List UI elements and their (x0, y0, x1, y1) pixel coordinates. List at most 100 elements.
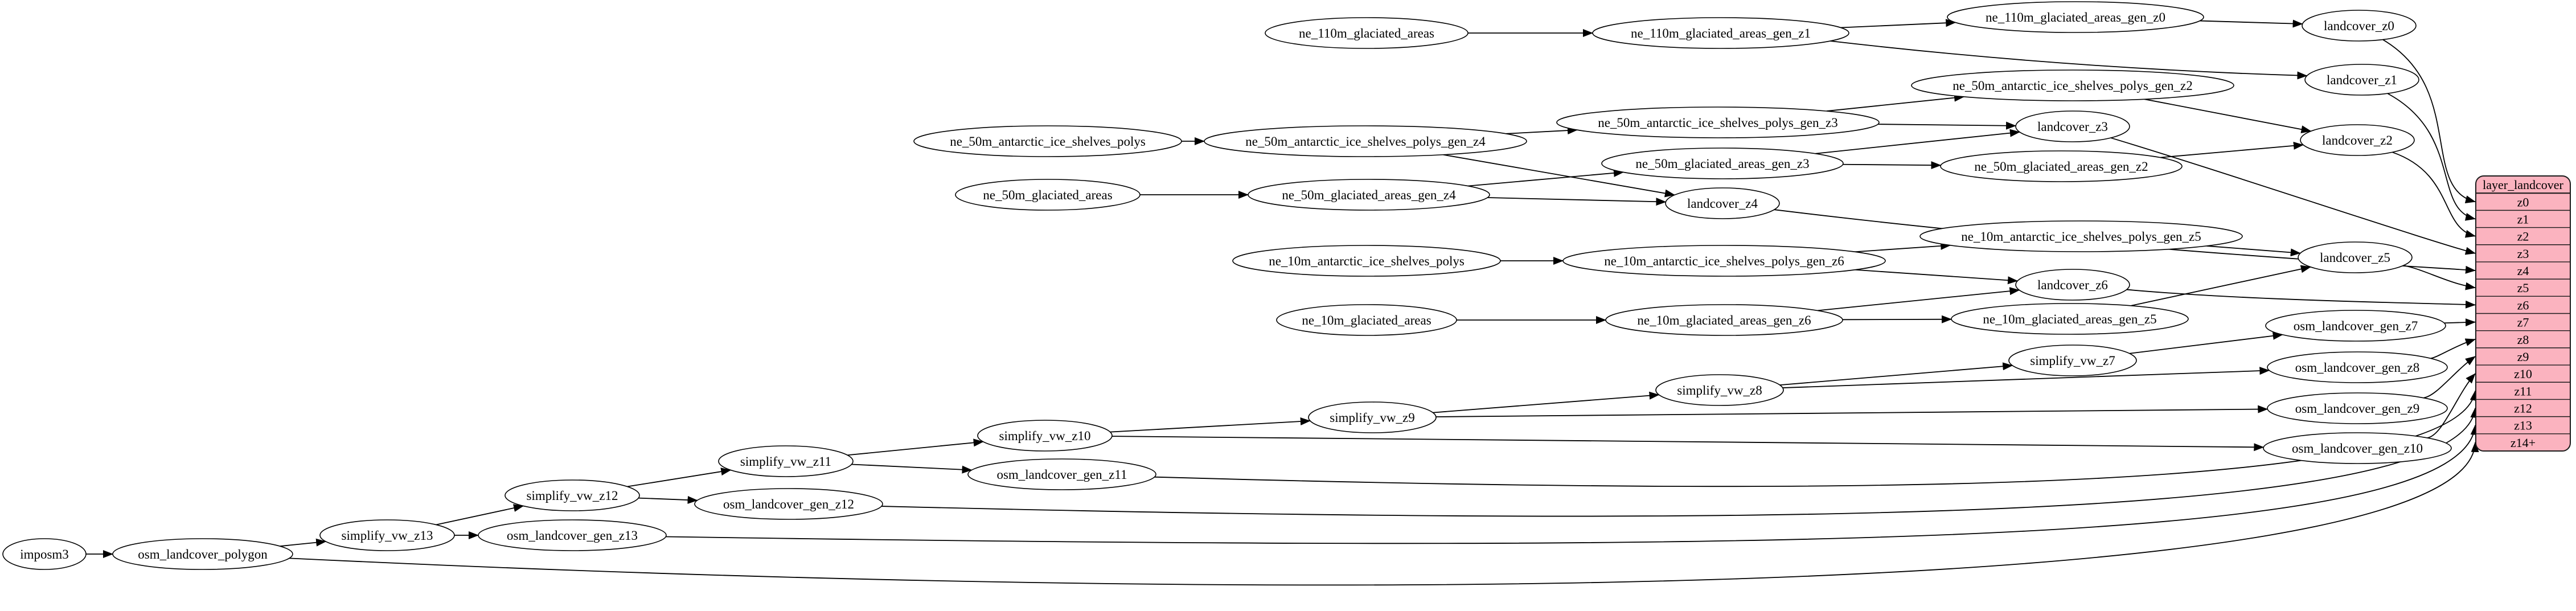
node-svw10: simplify_vw_z10 (977, 420, 1113, 452)
node-osmg7-shape (2265, 310, 2446, 342)
edge-svw12-to-osmg12 (638, 496, 698, 504)
node-lcz2-label: landcover_z2 (2322, 133, 2393, 147)
node-ne110: ne_110m_glaciated_areas (1265, 17, 1469, 49)
node-svw9: simplify_vw_z9 (1308, 401, 1437, 433)
node-osmg12-label: osm_landcover_gen_z12 (723, 497, 854, 511)
table-row-z5: z5 (2517, 281, 2529, 295)
node-ne10ga: ne_10m_glaciated_areas (1276, 304, 1457, 336)
edge-ne10aispg5-to-lcz5 (2206, 245, 2301, 257)
node-ne10gag5-label: ne_10m_glaciated_areas_gen_z5 (1983, 312, 2156, 326)
edge-ne10aispg6-to-ne10aispg5 (1855, 241, 1951, 253)
table-row-z8: z8 (2517, 333, 2529, 347)
edge-ne10aispg6-to-lcz6 (1855, 269, 2019, 285)
node-lcz5-label: landcover_z5 (2320, 251, 2390, 265)
node-ne10aisp-label: ne_10m_antarctic_ice_shelves_polys (1269, 254, 1465, 268)
node-svw11-label: simplify_vw_z11 (740, 454, 831, 469)
edge-osmg7-to-row-7 (2444, 318, 2476, 327)
edge-osmpoly-to-row-14 (289, 441, 2479, 586)
node-lcz1-label: landcover_z1 (2327, 73, 2397, 87)
node-osmg9-label: osm_landcover_gen_z9 (2295, 401, 2419, 416)
node-ne50gag2-shape (1940, 150, 2183, 182)
node-ne50gag3: ne_50m_glaciated_areas_gen_z3 (1601, 147, 1844, 179)
edge-ne50aispg4-to-lcz4 (1443, 154, 1675, 198)
edge-lcz4-to-row-4 (1774, 209, 2476, 274)
node-osmg13: osm_landcover_gen_z13 (478, 519, 667, 551)
node-osmg7: osm_landcover_gen_z7 (2265, 310, 2446, 342)
node-lcz4: landcover_z4 (1665, 187, 1780, 219)
table-row-z14+: z14+ (2511, 436, 2536, 450)
edge-ne50aispg2-to-lcz2 (2144, 99, 2312, 134)
node-svw10-label: simplify_vw_z10 (999, 429, 1091, 443)
edge-svw8-to-svw7 (1779, 362, 2013, 386)
node-svw8-label: simplify_vw_z8 (1677, 383, 1762, 397)
node-lcz1: landcover_z1 (2304, 64, 2419, 96)
node-ne50aispg4-label: ne_50m_antarctic_ice_shelves_polys_gen_z… (1245, 134, 1486, 149)
node-osmg11-shape (967, 458, 1156, 490)
node-osmg10: osm_landcover_gen_z10 (2263, 432, 2452, 464)
node-ne50gag3-label: ne_50m_glaciated_areas_gen_z3 (1635, 157, 1809, 171)
node-ne10gag6: ne_10m_glaciated_areas_gen_z6 (1605, 304, 1843, 336)
node-ne110-label: ne_110m_glaciated_areas (1299, 26, 1434, 40)
node-ne10aisp-shape (1232, 245, 1501, 277)
edge-ne110g1-to-lcz1 (1830, 40, 2308, 80)
node-osmpoly: osm_landcover_polygon (112, 538, 293, 570)
node-imposm3-shape (2, 538, 87, 570)
edge-lcz3-to-row-3 (2110, 137, 2476, 255)
node-osmg11-label: osm_landcover_gen_z11 (996, 468, 1127, 482)
node-ne50ga: ne_50m_glaciated_areas (955, 179, 1141, 211)
node-ne110g0-label: ne_110m_glaciated_areas_gen_z0 (1986, 10, 2165, 24)
edge-ne110g1-to-ne110g0 (1840, 19, 1956, 28)
node-osmg10-label: osm_landcover_gen_z10 (2292, 441, 2423, 456)
edge-ne50aispg4-to-ne50aispg3 (1506, 126, 1578, 135)
node-lcz6-label: landcover_z6 (2037, 278, 2108, 292)
edge-osmg11-to-row-11 (1154, 390, 2478, 487)
table-row-z12: z12 (2514, 401, 2532, 416)
node-osmpoly-label: osm_landcover_polygon (138, 547, 268, 561)
node-ne50ga-shape (955, 179, 1141, 211)
table-row-z7: z7 (2517, 315, 2529, 330)
node-ne10aispg6: ne_10m_antarctic_ice_shelves_polys_gen_z… (1562, 245, 1886, 277)
node-osmg8-label: osm_landcover_gen_z8 (2295, 360, 2419, 375)
node-osmg13-shape (478, 519, 667, 551)
edge-ne50aispg3-to-ne50aispg2 (1826, 93, 1965, 112)
node-ne110g0-shape (1947, 1, 2204, 33)
edge-osmg13-to-row-13 (666, 424, 2479, 544)
edge-lcz0-to-row-0 (2382, 39, 2476, 203)
node-svw11-shape (718, 445, 854, 477)
node-ne50gag4: ne_50m_glaciated_areas_gen_z4 (1248, 179, 1490, 211)
node-ne10aispg6-label: ne_10m_antarctic_ice_shelves_polys_gen_z… (1604, 254, 1844, 268)
node-svw13-label: simplify_vw_z13 (342, 528, 433, 543)
table-row-z6: z6 (2517, 298, 2529, 312)
node-ne110g0: ne_110m_glaciated_areas_gen_z0 (1947, 1, 2204, 33)
node-ne50aispg4: ne_50m_antarctic_ice_shelves_polys_gen_z… (1204, 125, 1527, 157)
node-ne50gag2-label: ne_50m_glaciated_areas_gen_z2 (1974, 159, 2148, 174)
node-osmg9: osm_landcover_gen_z9 (2267, 392, 2448, 424)
node-osmg8-shape (2267, 351, 2448, 383)
node-ne10gag6-shape (1605, 304, 1843, 336)
node-ne10gag6-label: ne_10m_glaciated_areas_gen_z6 (1637, 313, 1811, 327)
node-osmg12-shape (694, 488, 883, 520)
node-svw10-shape (977, 420, 1113, 452)
node-ne50aispg2: ne_50m_antarctic_ice_shelves_polys_gen_z… (1911, 69, 2234, 101)
node-ne110g1: ne_110m_glaciated_areas_gen_z1 (1592, 17, 1849, 49)
node-svw11: simplify_vw_z11 (718, 445, 854, 477)
edge-svw9-to-osmg9 (1435, 405, 2269, 417)
node-osmg11: osm_landcover_gen_z11 (967, 458, 1156, 490)
table-row-z4: z4 (2517, 264, 2529, 278)
node-ne50aisp: ne_50m_antarctic_ice_shelves_polys (913, 125, 1182, 157)
node-ne10aispg5: ne_10m_antarctic_ice_shelves_polys_gen_z… (1919, 220, 2243, 252)
edge-osmpoly-to-svw13 (280, 538, 327, 547)
node-svw13-shape (319, 519, 455, 551)
node-svw7-label: simplify_vw_z7 (2030, 354, 2115, 368)
node-lcz0-label: landcover_z0 (2324, 19, 2394, 33)
table-row-z0: z0 (2517, 195, 2529, 209)
node-svw7-shape (2008, 345, 2137, 376)
edge-svw13-to-svw12 (436, 504, 524, 526)
edge-svw10-to-osmg10 (1111, 436, 2265, 452)
node-lcz6-shape (2015, 269, 2130, 301)
node-ne110g1-shape (1592, 17, 1849, 49)
node-osmg12: osm_landcover_gen_z12 (694, 488, 883, 520)
table-layer: layer_landcoverz0z1z2z3z4z5z6z7z8z9z10z1… (2475, 175, 2571, 452)
edge-ne50aispg3-to-lcz3 (1878, 121, 2017, 130)
